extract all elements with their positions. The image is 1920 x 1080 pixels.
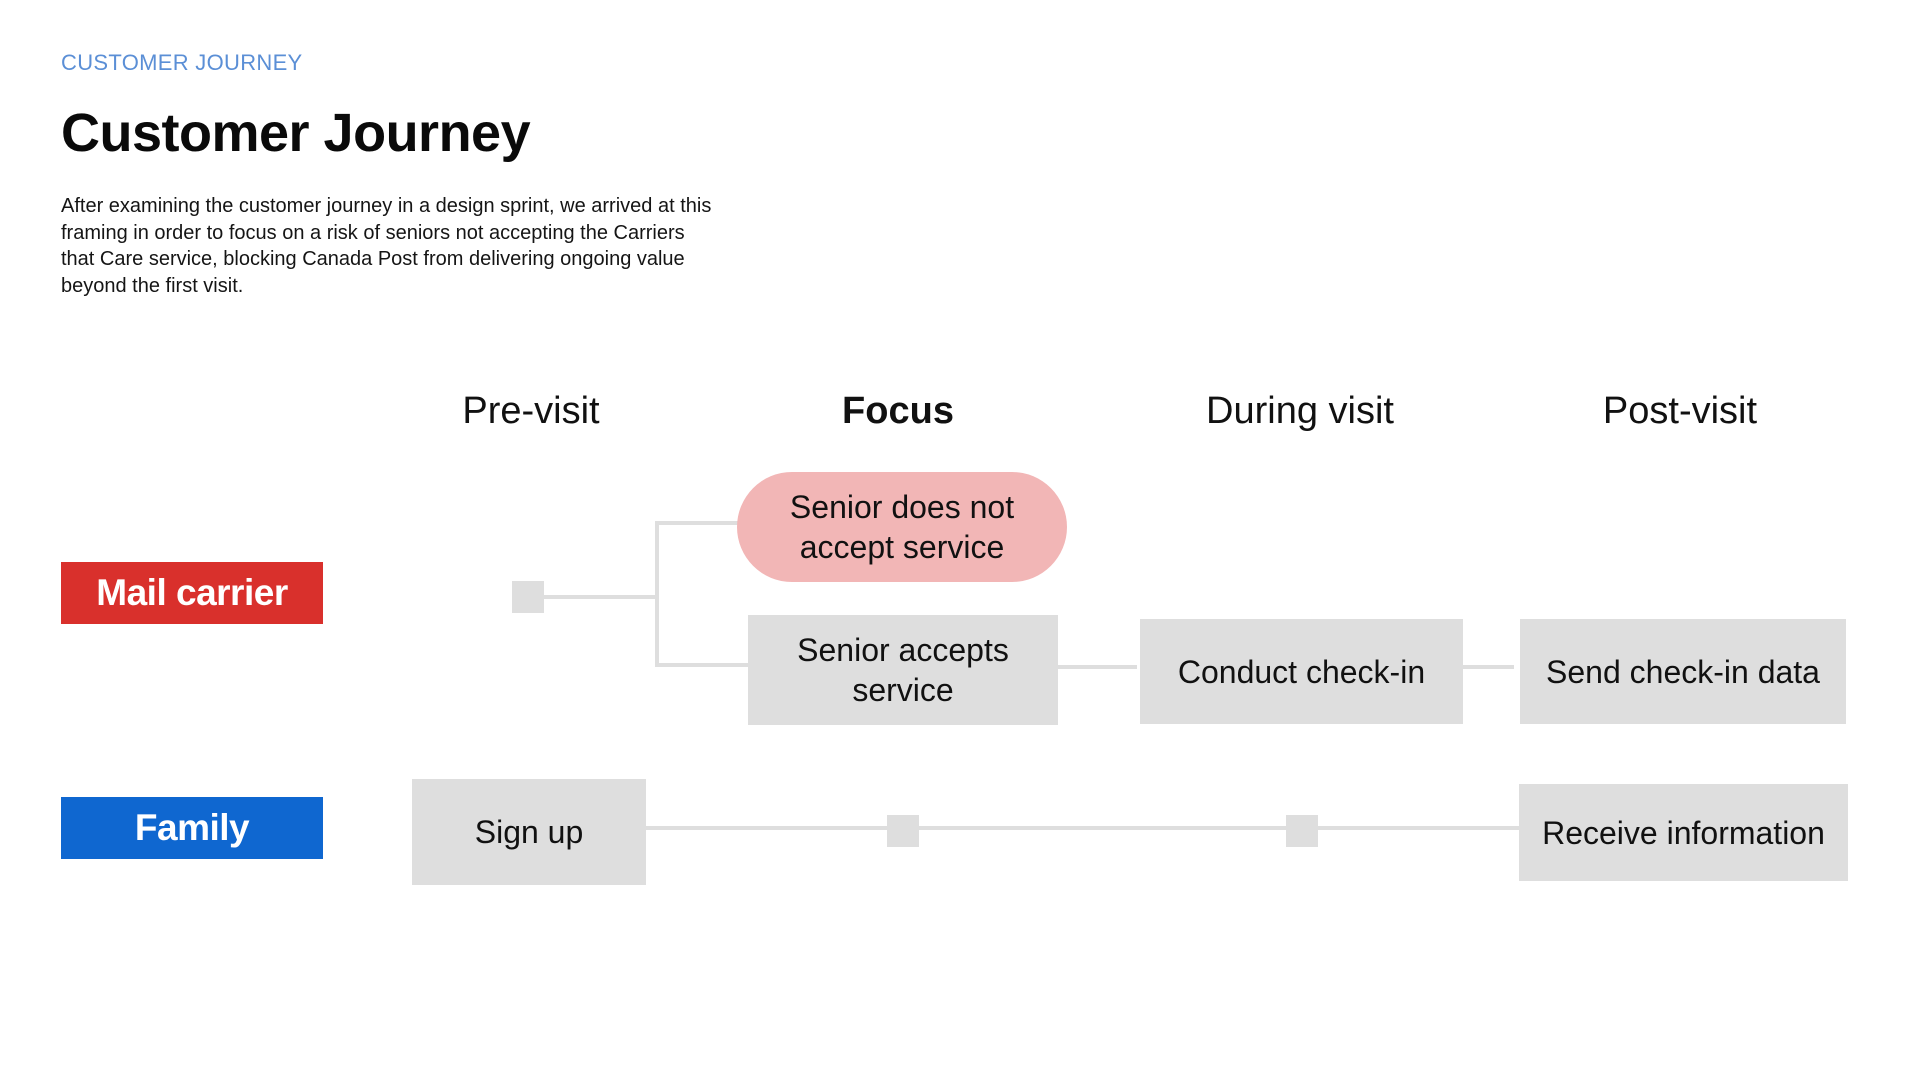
family-connector-line: [643, 826, 1523, 830]
connector-branch-to-decline: [655, 521, 740, 525]
connector-branch-vertical: [655, 521, 659, 667]
eyebrow-label: CUSTOMER JOURNEY: [61, 50, 303, 75]
step-send-check-in-data: Send check-in data: [1520, 619, 1846, 724]
step-conduct-check-in: Conduct check-in: [1140, 619, 1463, 724]
mail-carrier-start-node: [512, 581, 544, 613]
stage-post-visit: Post-visit: [1602, 390, 1758, 432]
stage-during-visit: During visit: [1206, 390, 1394, 432]
connector-checkin-to-send: [1457, 665, 1514, 669]
family-node-focus: [887, 815, 919, 847]
family-node-during-visit: [1286, 815, 1318, 847]
lane-label-family: Family: [61, 797, 323, 859]
connector-start-to-branch: [540, 595, 657, 599]
page-title: Customer Journey: [61, 103, 531, 163]
page-description: After examining the customer journey in …: [61, 195, 712, 297]
connector-accept-to-checkin: [1052, 665, 1137, 669]
step-senior-does-not-accept: Senior does not accept service: [737, 472, 1067, 582]
stage-focus: Focus: [842, 390, 954, 432]
step-sign-up: Sign up: [412, 779, 646, 885]
step-senior-accepts: Senior accepts service: [748, 615, 1058, 725]
lane-label-mail-carrier: Mail carrier: [61, 562, 323, 624]
stage-pre-visit: Pre-visit: [462, 390, 600, 432]
connector-branch-to-accept: [655, 663, 749, 667]
step-receive-information: Receive information: [1519, 784, 1848, 881]
